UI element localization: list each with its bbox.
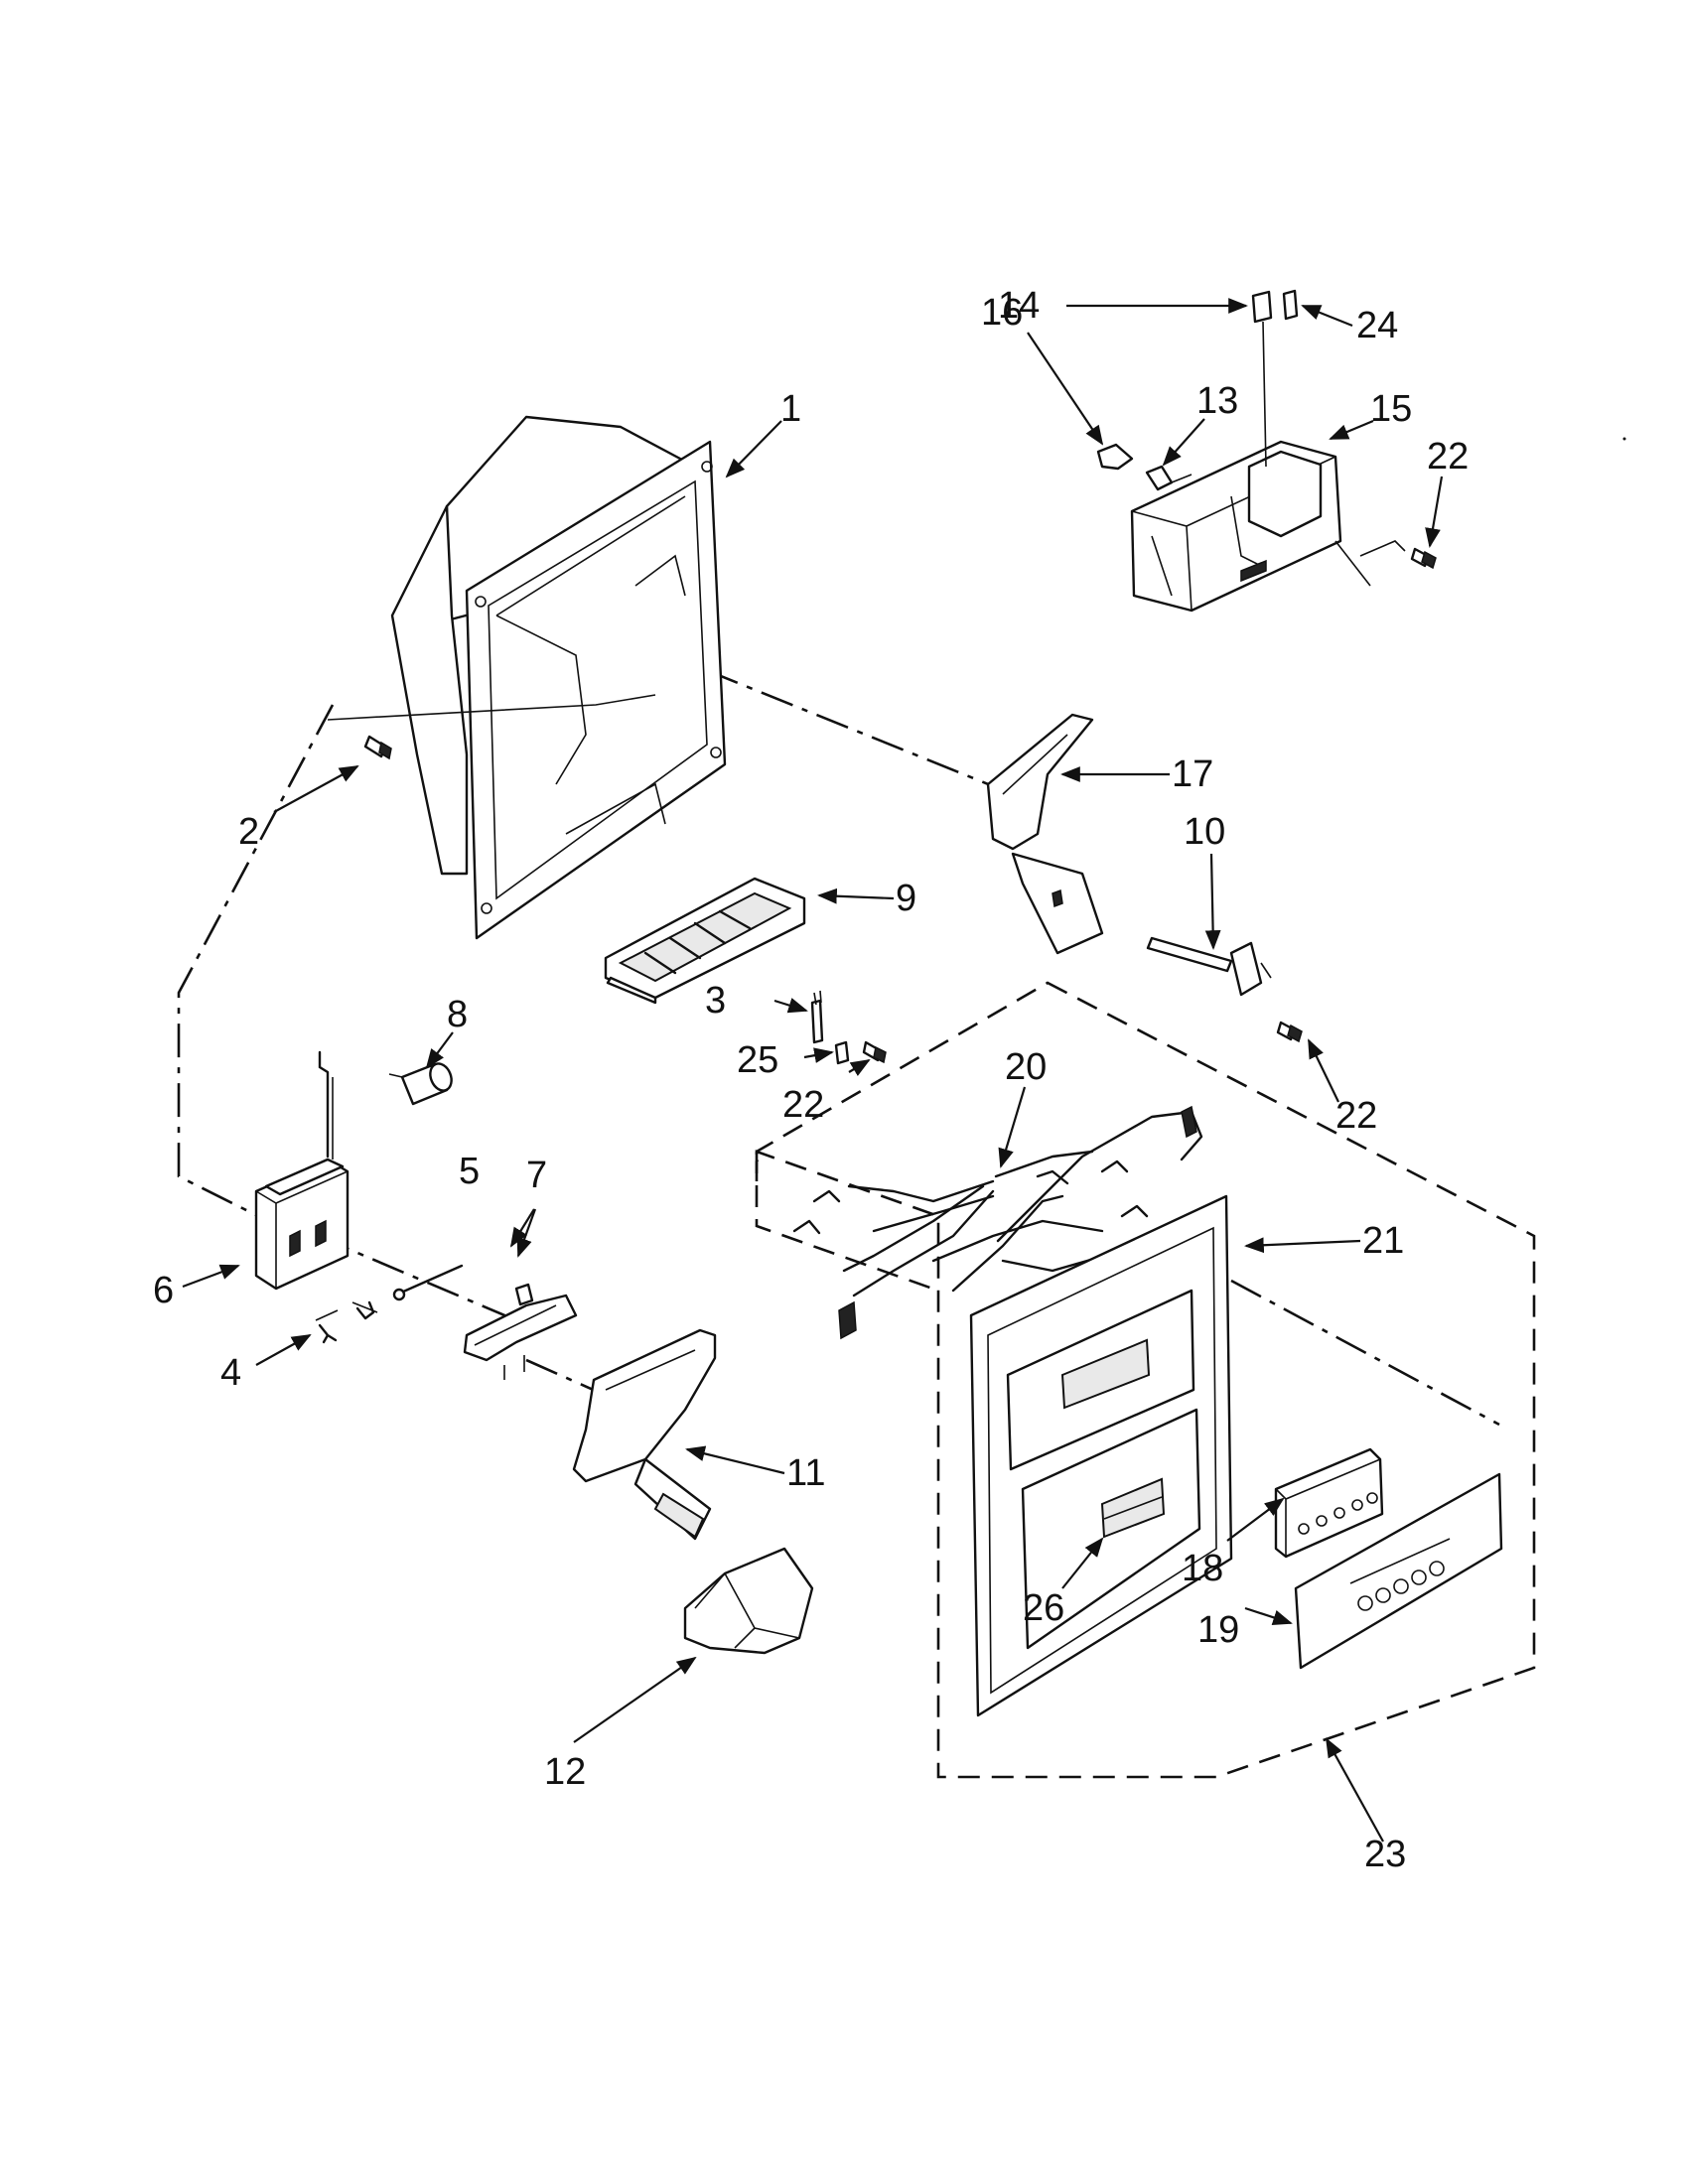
socket-part-13 [1145,465,1193,491]
flapper-part-11 [572,1328,717,1541]
callout-1: 1 [780,388,801,430]
callout-23: 23 [1364,1834,1406,1875]
insulator-part-24 [1282,289,1299,321]
bracket-part-17 [986,713,1104,955]
callout-20: 20 [1005,1046,1047,1088]
ice-cup-part-12 [683,1547,814,1655]
callout-3: 3 [705,980,726,1022]
callout-19: 19 [1197,1609,1239,1651]
light-housing-part-15 [1130,440,1406,613]
callout-7: 7 [526,1155,547,1196]
callout-9: 9 [896,878,916,919]
callout-12: 12 [544,1751,586,1793]
callout-13: 13 [1196,380,1238,422]
pin-part-5 [392,1264,464,1301]
dispenser-housing-part-1 [327,415,727,940]
callout-18: 18 [1182,1548,1223,1589]
callout-22-right: 22 [1335,1095,1377,1137]
screw-part-2 [363,735,392,760]
lever-part-7 [463,1283,578,1380]
callout-22-center: 22 [782,1084,824,1126]
callout-8: 8 [447,994,468,1035]
overlay-part-19 [1294,1472,1503,1670]
callout-16: 16 [981,292,1023,334]
callout-24: 24 [1356,305,1398,346]
callout-labels: 1 2 3 4 5 6 7 8 9 10 11 12 13 14 15 16 1… [153,285,1469,1875]
callout-4: 4 [220,1352,241,1394]
callout-5: 5 [459,1151,480,1192]
front-panel-part-21 [969,1194,1233,1717]
speck [1622,437,1626,441]
callout-14: 14 [998,285,1040,327]
callout-6: 6 [153,1270,174,1311]
screw-part-22-center [862,1040,887,1064]
assembly-23-outline-left [755,1152,939,1293]
chute-part-9 [604,877,806,1005]
solenoid-part-6 [254,1050,350,1291]
spring-part-4 [315,1300,378,1344]
leader-lines [182,298,1444,1843]
screw-part-22-right [1276,1021,1303,1043]
switch-part-3 [810,990,824,1044]
wire-harness-part-20 [792,1105,1203,1340]
rod-part-10 [1146,936,1272,997]
control-board-part-18 [1274,1447,1384,1559]
callout-10: 10 [1184,811,1225,853]
callout-2: 2 [238,811,259,853]
callout-15: 15 [1370,388,1412,430]
callout-11: 11 [786,1452,825,1494]
callout-26: 26 [1023,1587,1064,1629]
socket-part-14 [1251,290,1273,468]
motor-part-8 [388,1062,453,1106]
callout-17: 17 [1172,753,1213,795]
screw-part-22-top [1410,547,1437,570]
callout-25: 25 [737,1039,778,1081]
callout-21: 21 [1362,1220,1404,1262]
bulb-part-16 [1096,443,1134,471]
callout-22-top: 22 [1427,436,1469,478]
insulator-part-25 [834,1040,850,1065]
